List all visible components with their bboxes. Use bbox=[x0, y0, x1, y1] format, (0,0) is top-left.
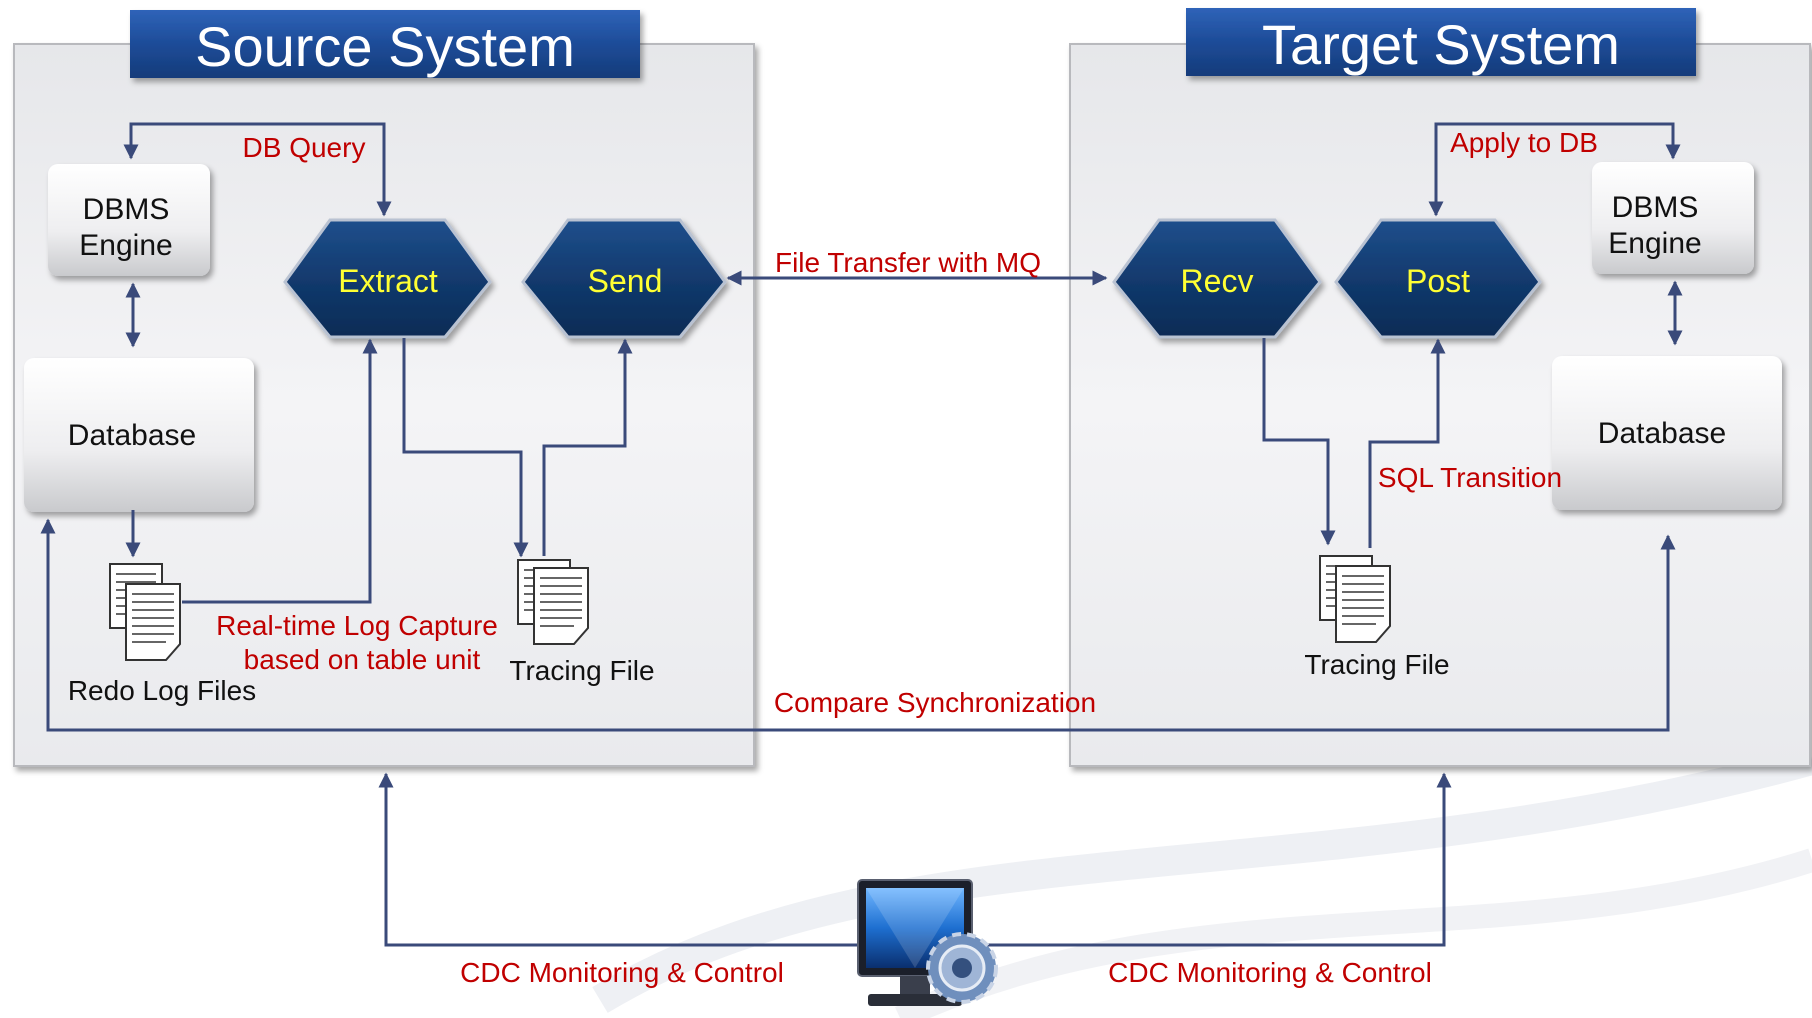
source-title-bar bbox=[130, 10, 640, 78]
redo-log-files-label: Redo Log Files bbox=[68, 675, 256, 706]
send-node: Send bbox=[521, 218, 727, 339]
post-label: Post bbox=[1406, 263, 1470, 299]
document-stack-icon bbox=[109, 563, 181, 661]
redo-to-extract-connector bbox=[182, 338, 378, 604]
log-capture-label-line2: based on table unit bbox=[244, 644, 481, 675]
gear-icon bbox=[926, 932, 998, 1004]
tracing-to-send-connector bbox=[542, 338, 633, 556]
cdc-right-label: CDC Monitoring & Control bbox=[1108, 957, 1432, 988]
background-swirl-2 bbox=[894, 848, 1812, 1018]
log-capture-label-line1: Real-time Log Capture bbox=[216, 610, 498, 641]
source-tracing-file-label: Tracing File bbox=[509, 655, 654, 686]
apply-to-db-label: Apply to DB bbox=[1450, 127, 1598, 158]
compare-sync-label: Compare Synchronization bbox=[774, 687, 1096, 718]
sql-transition-label: SQL Transition bbox=[1378, 462, 1562, 493]
target-dbms-label-line1: DBMS bbox=[1612, 191, 1699, 224]
target-dbms-label-line2: Engine bbox=[1608, 227, 1701, 260]
source-database-box: Database bbox=[24, 358, 254, 512]
target-system-title: Target System bbox=[1262, 13, 1620, 76]
db-query-label: DB Query bbox=[243, 132, 366, 163]
extract-to-tracing-connector bbox=[402, 338, 529, 558]
document-stack-icon bbox=[517, 559, 589, 645]
send-label: Send bbox=[588, 263, 663, 299]
extract-node: Extract bbox=[283, 218, 492, 339]
recv-to-tracing-connector bbox=[1262, 338, 1336, 546]
background-swirl bbox=[592, 745, 1812, 1013]
source-dbms-label-line2: Engine bbox=[79, 229, 172, 262]
source-database-label: Database bbox=[68, 419, 196, 452]
source-dbms-label-line1: DBMS bbox=[83, 193, 170, 226]
cdc-left-connector bbox=[378, 772, 860, 947]
source-dbms-engine-box: DBMS Engine bbox=[48, 164, 210, 276]
recv-node: Recv bbox=[1112, 218, 1322, 339]
recv-label: Recv bbox=[1181, 263, 1254, 299]
file-transfer-label: File Transfer with MQ bbox=[775, 247, 1041, 278]
document-stack-icon bbox=[1319, 555, 1391, 643]
post-node: Post bbox=[1334, 218, 1542, 339]
target-dbms-engine-box: DBMS Engine bbox=[1592, 162, 1754, 274]
cdc-right-connector bbox=[980, 772, 1452, 947]
extract-label: Extract bbox=[338, 263, 438, 299]
target-tracing-file-label: Tracing File bbox=[1304, 649, 1449, 680]
cdc-left-label: CDC Monitoring & Control bbox=[460, 957, 784, 988]
source-system-title: Source System bbox=[195, 15, 575, 78]
compare-sync-connector bbox=[40, 518, 1676, 732]
tracing-to-post-connector bbox=[1368, 338, 1446, 548]
target-title-bar bbox=[1186, 8, 1696, 76]
target-database-label: Database bbox=[1598, 417, 1726, 450]
target-database-box: Database bbox=[1552, 356, 1782, 510]
